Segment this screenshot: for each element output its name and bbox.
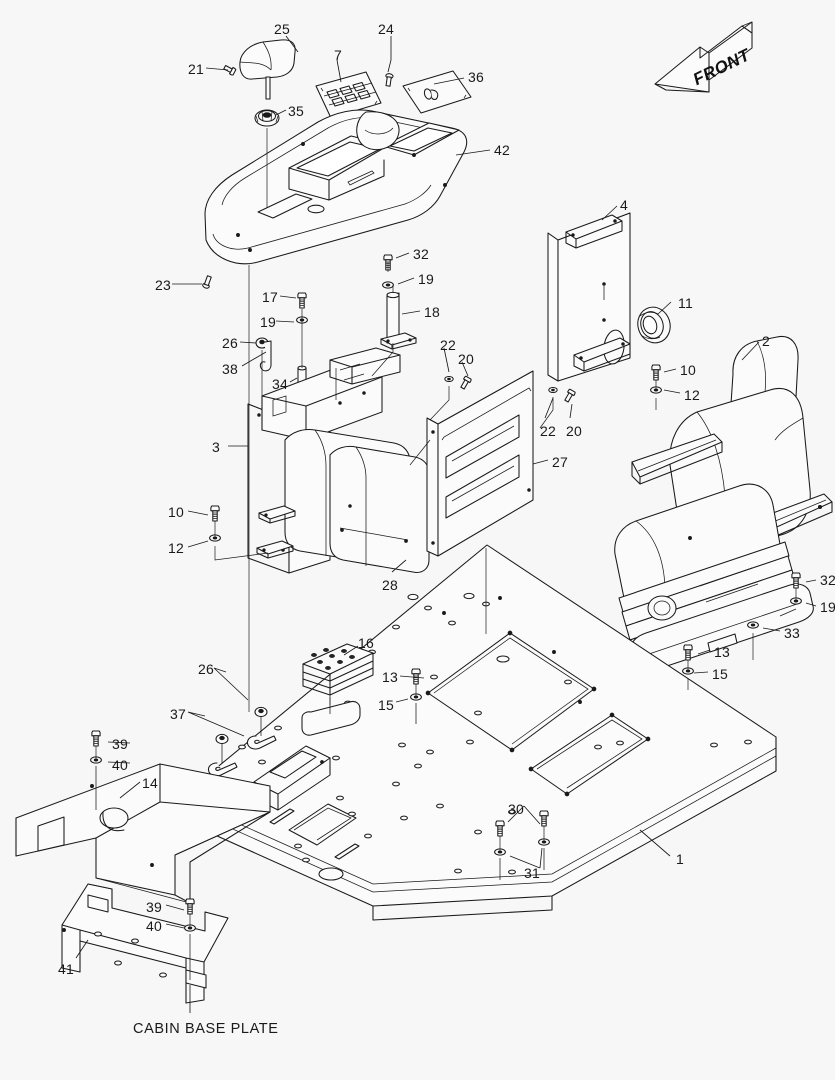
callout-26: 26 <box>198 661 214 677</box>
callout-15: 15 <box>378 697 394 713</box>
callout-17: 17 <box>262 289 278 305</box>
diagram-caption: CABIN BASE PLATE <box>133 1021 279 1037</box>
part-20-bolt-b <box>564 388 576 403</box>
part-22-nut-b <box>548 386 558 394</box>
callout-19: 19 <box>418 271 434 287</box>
callout-19: 19 <box>820 599 835 615</box>
callout-19: 19 <box>260 314 276 330</box>
part-19-washer <box>382 281 394 289</box>
callout-28: 28 <box>382 577 398 593</box>
callout-10: 10 <box>680 362 696 378</box>
callout-39: 39 <box>146 899 162 915</box>
callout-21: 21 <box>188 61 204 77</box>
callout-20: 20 <box>566 423 582 439</box>
assembly-axis-lines <box>95 128 797 928</box>
part-26-grommet-b <box>254 706 268 718</box>
callout-14: 14 <box>142 775 158 791</box>
callout-39: 39 <box>112 736 128 752</box>
callout-16: 16 <box>358 635 374 651</box>
part-37-clip-a <box>246 735 277 750</box>
callout-22: 22 <box>440 337 456 353</box>
leader-lines <box>75 35 817 1013</box>
callout-32: 32 <box>413 246 429 262</box>
front-orientation-arrow <box>654 21 753 93</box>
part-3-mounting-feet <box>256 505 296 559</box>
callout-41: 41 <box>58 961 74 977</box>
part-17-bolt <box>297 292 307 309</box>
part-20-bolt-a <box>460 375 472 390</box>
part-24-screw <box>385 73 394 87</box>
part-35-grommet <box>254 109 280 127</box>
part-11-bushing <box>637 306 671 344</box>
part-console-support-frame <box>261 347 401 441</box>
part-7-switch-panel <box>315 71 382 119</box>
callout-1: 1 <box>676 851 684 867</box>
callout-11: 11 <box>678 295 693 311</box>
part-23-screw <box>202 275 212 289</box>
part-25-knob <box>239 39 296 100</box>
part-10-bolt <box>210 505 220 522</box>
callout-40: 40 <box>112 757 128 773</box>
part-39-bolt-a <box>91 730 101 747</box>
part-22-nut-a <box>444 375 454 383</box>
part-42-console-body <box>204 109 468 265</box>
callout-38: 38 <box>222 361 238 377</box>
part-41-support-bracket <box>61 883 229 1004</box>
callout-10: 10 <box>168 504 184 520</box>
callout-20: 20 <box>458 351 474 367</box>
callout-33: 33 <box>784 625 800 641</box>
part-21-bolt <box>223 64 237 76</box>
part-16-mount-pad <box>301 643 374 736</box>
callout-13: 13 <box>714 644 730 660</box>
callout-12: 12 <box>168 540 184 556</box>
callout-18: 18 <box>424 304 440 320</box>
part-33-washer <box>747 621 759 629</box>
callout-13: 13 <box>382 669 398 685</box>
callout-26: 26 <box>222 335 238 351</box>
callout-2: 2 <box>762 333 770 349</box>
part-10-bolt-b <box>651 364 661 381</box>
callout-35: 35 <box>288 103 304 119</box>
callout-36: 36 <box>468 69 484 85</box>
callout-4: 4 <box>620 197 628 213</box>
callout-37: 37 <box>170 706 186 722</box>
callout-40: 40 <box>146 918 162 934</box>
callout-15: 15 <box>712 666 728 682</box>
callout-42: 42 <box>494 142 510 158</box>
callout-30: 30 <box>508 801 524 817</box>
callout-23: 23 <box>155 277 171 293</box>
callout-7: 7 <box>334 47 342 63</box>
callout-12: 12 <box>684 387 700 403</box>
callout-24: 24 <box>378 21 394 37</box>
part-27-louvre-panel <box>426 370 534 557</box>
callout-31: 31 <box>524 865 540 881</box>
callout-25: 25 <box>274 21 290 37</box>
part-14-guard-panel <box>15 763 271 904</box>
callout-3: 3 <box>212 439 220 455</box>
part-26-grommet-c <box>215 733 229 745</box>
part-36-cover-plate <box>402 70 472 114</box>
part-18-stand <box>380 291 417 350</box>
part-2-operator-seat <box>614 335 833 672</box>
callout-32: 32 <box>820 572 835 588</box>
callout-27: 27 <box>552 454 568 470</box>
part-4-bracket <box>547 212 631 382</box>
part-28-curved-cover <box>284 429 430 573</box>
callout-22: 22 <box>540 423 556 439</box>
part-37-clip-b <box>207 762 238 777</box>
callout-34: 34 <box>272 376 288 392</box>
part-39-bolt-b <box>185 898 195 915</box>
